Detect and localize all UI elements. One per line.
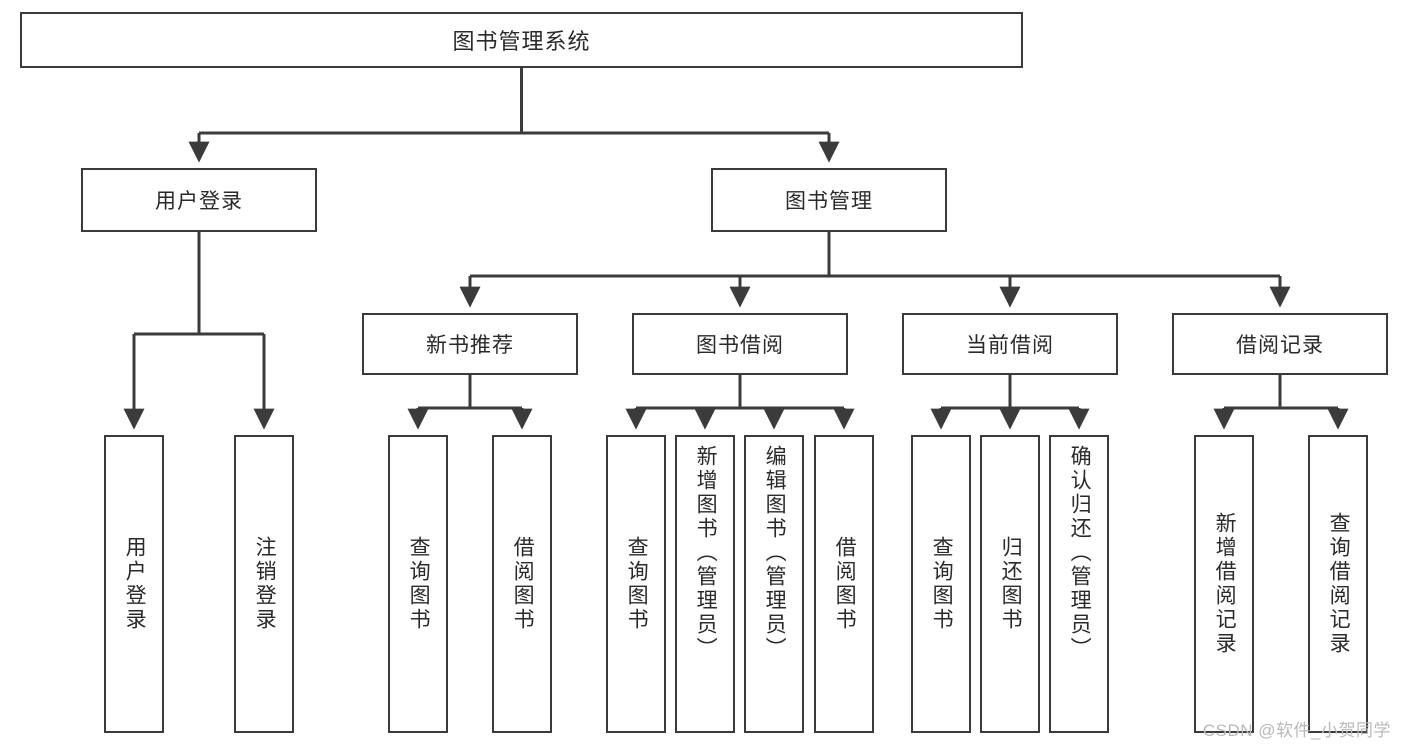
node-book-manage[interactable]: 图书管理 xyxy=(711,168,947,232)
node-leaf-add-book-label: 新增图书（管理员） xyxy=(694,445,718,661)
node-user-login-label: 用户登录 xyxy=(155,190,243,213)
node-leaf-edit-book-label: 编辑图书（管理员） xyxy=(763,445,787,661)
node-leaf-borrow-book-2-label: 借阅图书 xyxy=(833,536,857,632)
node-leaf-add-record[interactable]: 新增借阅记录 xyxy=(1194,435,1254,733)
node-leaf-return-book-label: 归还图书 xyxy=(999,536,1023,632)
node-root-label: 图书管理系统 xyxy=(452,29,591,54)
node-leaf-query-book-3[interactable]: 查询图书 xyxy=(911,435,971,733)
node-borrow-record[interactable]: 借阅记录 xyxy=(1172,313,1388,375)
node-leaf-query-book-1-label: 查询图书 xyxy=(407,536,431,632)
node-leaf-edit-book[interactable]: 编辑图书（管理员） xyxy=(744,435,804,733)
node-book-manage-label: 图书管理 xyxy=(785,190,873,213)
node-current-borrow-label: 当前借阅 xyxy=(966,334,1054,357)
node-new-book-recommend-label: 新书推荐 xyxy=(426,334,514,357)
node-leaf-query-record[interactable]: 查询借阅记录 xyxy=(1308,435,1368,733)
node-leaf-borrow-book-1-label: 借阅图书 xyxy=(511,536,535,632)
node-current-borrow[interactable]: 当前借阅 xyxy=(902,313,1118,375)
node-leaf-borrow-book-1[interactable]: 借阅图书 xyxy=(492,435,552,733)
node-leaf-add-record-label: 新增借阅记录 xyxy=(1213,512,1237,656)
node-book-borrow[interactable]: 图书借阅 xyxy=(632,313,848,375)
node-leaf-add-book[interactable]: 新增图书（管理员） xyxy=(675,435,735,733)
node-leaf-return-book[interactable]: 归还图书 xyxy=(980,435,1040,733)
node-leaf-confirm-return-label: 确认归还（管理员） xyxy=(1068,445,1092,661)
node-new-book-recommend[interactable]: 新书推荐 xyxy=(362,313,578,375)
node-user-login[interactable]: 用户登录 xyxy=(81,168,317,232)
node-leaf-user-logout-label: 注销登录 xyxy=(253,536,277,632)
node-leaf-user-logout[interactable]: 注销登录 xyxy=(234,435,294,733)
node-leaf-user-login[interactable]: 用户登录 xyxy=(104,435,164,733)
node-book-borrow-label: 图书借阅 xyxy=(696,334,784,357)
node-leaf-query-book-2[interactable]: 查询图书 xyxy=(606,435,666,733)
node-leaf-query-book-3-label: 查询图书 xyxy=(930,536,954,632)
node-leaf-query-book-1[interactable]: 查询图书 xyxy=(388,435,448,733)
node-leaf-query-record-label: 查询借阅记录 xyxy=(1327,512,1351,656)
node-root[interactable]: 图书管理系统 xyxy=(20,12,1023,68)
watermark: CSDN @软件_小贺同学 xyxy=(1202,721,1391,740)
node-leaf-user-login-label: 用户登录 xyxy=(123,536,147,632)
node-borrow-record-label: 借阅记录 xyxy=(1236,334,1324,357)
node-leaf-borrow-book-2[interactable]: 借阅图书 xyxy=(814,435,874,733)
node-leaf-confirm-return[interactable]: 确认归还（管理员） xyxy=(1049,435,1109,733)
node-leaf-query-book-2-label: 查询图书 xyxy=(625,536,649,632)
